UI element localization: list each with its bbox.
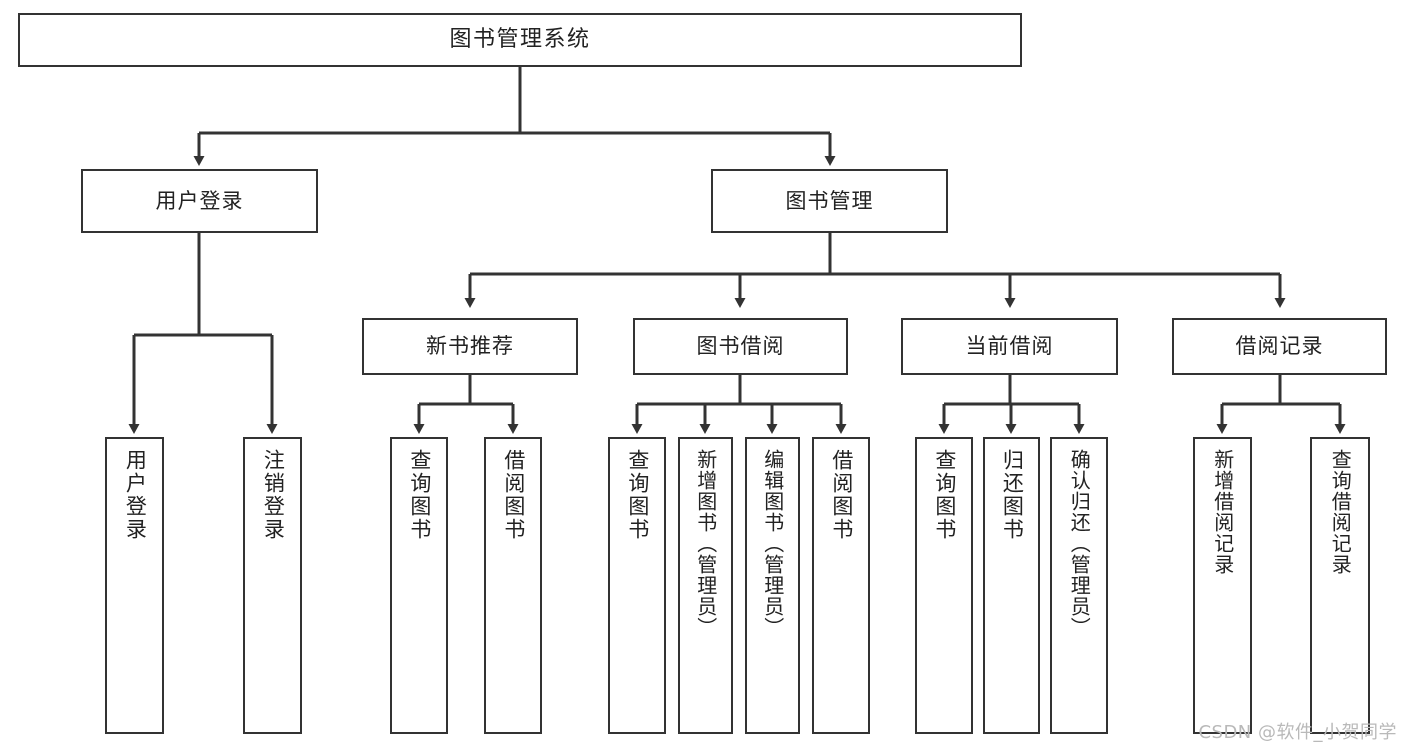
- leaf-borrow-borrow-book[interactable]: 借阅图书: [812, 437, 870, 734]
- node-root-system[interactable]: 图书管理系统: [18, 13, 1022, 67]
- node-borrow-record[interactable]: 借阅记录: [1172, 318, 1387, 375]
- leaf-record-query-borrow-record[interactable]: 查询借阅记录: [1310, 437, 1370, 734]
- node-label: 查询图书: [407, 449, 432, 541]
- node-label: 查询借阅记录: [1328, 449, 1353, 575]
- leaf-borrow-add-book-admin[interactable]: 新增图书（管理员）: [678, 437, 733, 734]
- node-label: 图书管理: [785, 188, 874, 213]
- node-label: 用户登录: [155, 188, 244, 213]
- node-label: 编辑图书（管理员）: [760, 449, 785, 638]
- node-label: 新书推荐: [426, 334, 514, 359]
- leaf-newbook-query-book[interactable]: 查询图书: [390, 437, 448, 734]
- node-label: 注销登录: [261, 449, 286, 541]
- leaf-borrow-edit-book-admin[interactable]: 编辑图书（管理员）: [745, 437, 800, 734]
- node-book-borrow[interactable]: 图书借阅: [633, 318, 848, 375]
- leaf-current-query-book[interactable]: 查询图书: [915, 437, 973, 734]
- node-label: 查询图书: [932, 449, 957, 541]
- node-book-management[interactable]: 图书管理: [711, 169, 948, 233]
- node-label: 借阅记录: [1235, 334, 1324, 359]
- node-label: 查询图书: [625, 449, 650, 541]
- node-label: 新增借阅记录: [1210, 449, 1235, 575]
- node-label: 图书借阅: [696, 334, 785, 359]
- node-new-book-recommend[interactable]: 新书推荐: [362, 318, 578, 375]
- node-current-borrow[interactable]: 当前借阅: [901, 318, 1118, 375]
- node-label: 借阅图书: [501, 449, 526, 541]
- leaf-record-add-borrow-record[interactable]: 新增借阅记录: [1193, 437, 1252, 734]
- leaf-newbook-borrow-book[interactable]: 借阅图书: [484, 437, 542, 734]
- node-label: 当前借阅: [965, 334, 1054, 359]
- node-user-login[interactable]: 用户登录: [81, 169, 318, 233]
- node-label: 图书管理系统: [449, 27, 591, 53]
- leaf-current-confirm-return-admin[interactable]: 确认归还（管理员）: [1050, 437, 1108, 734]
- node-label: 借阅图书: [829, 449, 854, 541]
- leaf-user-login[interactable]: 用户登录: [105, 437, 164, 734]
- leaf-current-return-book[interactable]: 归还图书: [983, 437, 1040, 734]
- leaf-user-logout[interactable]: 注销登录: [243, 437, 302, 734]
- node-label: 确认归还（管理员）: [1067, 449, 1092, 638]
- watermark-text: CSDN @软件_小贺同学: [1198, 722, 1397, 743]
- node-label: 归还图书: [1000, 449, 1025, 541]
- node-label: 用户登录: [123, 449, 148, 541]
- leaf-borrow-query-book[interactable]: 查询图书: [608, 437, 666, 734]
- node-label: 新增图书（管理员）: [693, 449, 718, 638]
